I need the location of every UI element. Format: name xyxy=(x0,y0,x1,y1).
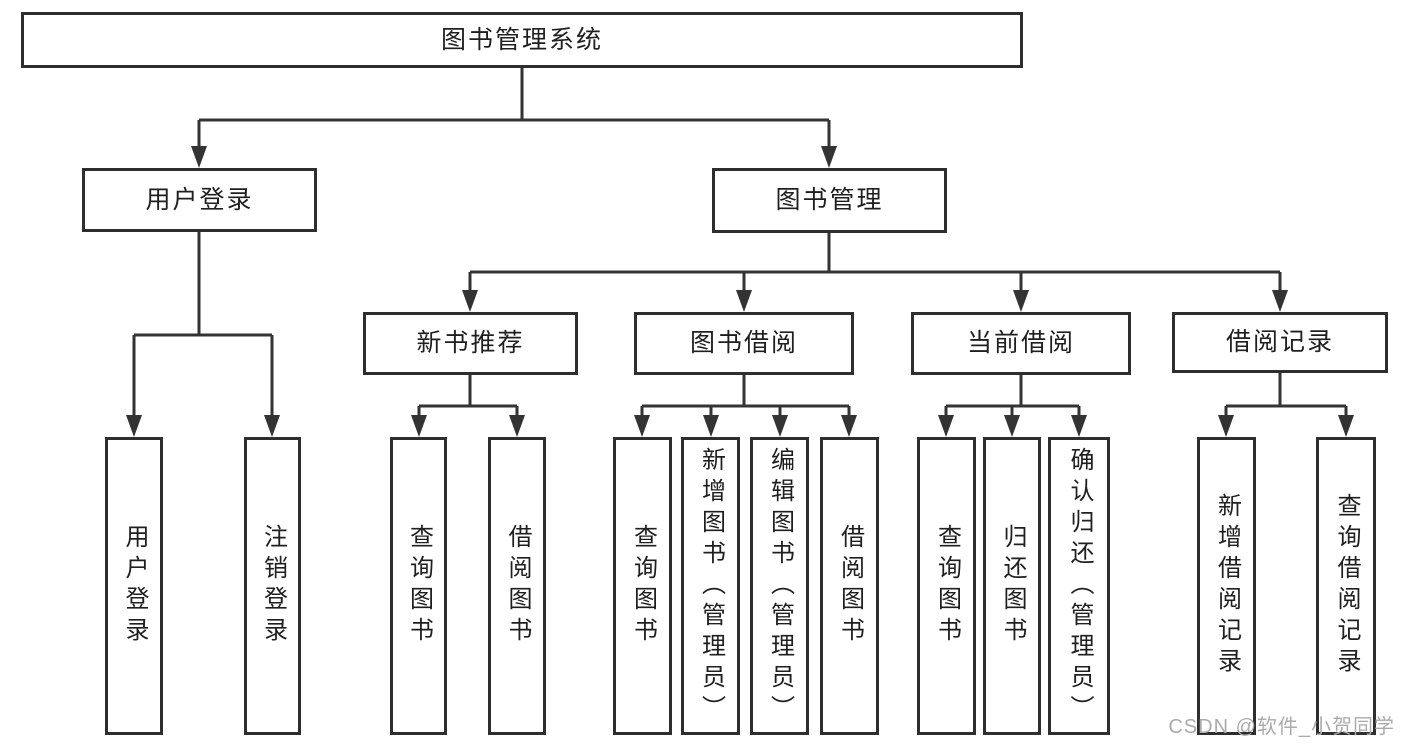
node-book-borrowing-label: 图书借阅 xyxy=(689,329,798,357)
arrow-down-icon xyxy=(1013,290,1029,312)
leaf-query-book-borrowing: 查询图书 xyxy=(613,437,672,735)
leaf-borrow-book-recommend: 借阅图书 xyxy=(488,437,546,735)
node-user-login-label: 用户登录 xyxy=(145,185,254,214)
arrow-down-icon xyxy=(772,415,788,437)
arrow-down-icon xyxy=(1218,415,1234,437)
leaf-query-borrow-record-label: 查询借阅记录 xyxy=(1333,493,1360,679)
node-borrowing-records: 借阅记录 xyxy=(1172,312,1388,373)
node-book-management-label: 图书管理 xyxy=(775,186,884,214)
arrow-down-icon xyxy=(938,415,954,437)
node-new-book-recommend-label: 新书推荐 xyxy=(416,329,525,357)
leaf-logout-label: 注销登录 xyxy=(259,524,287,648)
node-current-borrowing: 当前借阅 xyxy=(911,312,1131,375)
arrow-down-icon xyxy=(191,146,207,168)
leaf-user-login-label: 用户登录 xyxy=(121,524,148,648)
arrow-down-icon xyxy=(1272,290,1288,312)
node-user-login: 用户登录 xyxy=(82,168,317,232)
arrow-down-icon xyxy=(264,415,280,437)
leaf-add-borrow-record-label: 新增借阅记录 xyxy=(1213,493,1241,679)
leaf-query-book-recommend-label: 查询图书 xyxy=(405,524,433,648)
leaf-return-book: 归还图书 xyxy=(983,437,1041,735)
arrow-down-icon xyxy=(509,415,525,437)
arrow-down-icon xyxy=(1338,415,1354,437)
leaf-add-borrow-record: 新增借阅记录 xyxy=(1197,437,1256,735)
leaf-query-book-recommend: 查询图书 xyxy=(390,437,447,735)
arrow-down-icon xyxy=(126,415,142,437)
leaf-user-login: 用户登录 xyxy=(105,437,163,735)
node-borrowing-records-label: 借阅记录 xyxy=(1225,328,1334,356)
node-new-book-recommend: 新书推荐 xyxy=(363,312,578,375)
leaf-borrow-book-borrowing-label: 借阅图书 xyxy=(836,524,864,648)
leaf-return-book-label: 归还图书 xyxy=(999,524,1026,648)
leaf-query-borrow-record: 查询借阅记录 xyxy=(1316,437,1376,735)
arrow-down-icon xyxy=(841,415,857,437)
arrow-down-icon xyxy=(1071,415,1087,437)
leaf-query-book-borrowing-label: 查询图书 xyxy=(629,524,657,648)
node-book-borrowing: 图书借阅 xyxy=(634,312,854,375)
arrow-down-icon xyxy=(1004,415,1020,437)
arrowheads xyxy=(126,146,1354,437)
csdn-watermark: CSDN @软件_小贺同学 xyxy=(1168,716,1395,738)
leaf-confirm-return-admin-label: 确认归还（管理员） xyxy=(1066,446,1093,726)
leaf-query-book-current-label: 查询图书 xyxy=(933,524,961,648)
leaf-confirm-return-admin: 确认归还（管理员） xyxy=(1048,437,1110,735)
leaf-add-book-admin-label: 新增图书（管理员） xyxy=(697,446,725,726)
node-root: 图书管理系统 xyxy=(21,12,1023,68)
leaf-edit-book-admin: 编辑图书（管理员） xyxy=(750,437,809,735)
arrow-down-icon xyxy=(821,146,837,168)
arrow-down-icon xyxy=(736,290,752,312)
node-book-management: 图书管理 xyxy=(712,168,947,233)
connector-lines xyxy=(132,68,1348,416)
arrow-down-icon xyxy=(703,415,719,437)
leaf-edit-book-admin-label: 编辑图书（管理员） xyxy=(766,446,794,726)
leaf-add-book-admin: 新增图书（管理员） xyxy=(681,437,740,735)
leaf-query-book-current: 查询图书 xyxy=(917,437,976,735)
node-root-label: 图书管理系统 xyxy=(440,25,603,54)
arrow-down-icon xyxy=(411,415,427,437)
arrow-down-icon xyxy=(462,290,478,312)
leaf-borrow-book-borrowing: 借阅图书 xyxy=(820,437,879,735)
leaf-borrow-book-recommend-label: 借阅图书 xyxy=(504,524,531,648)
node-current-borrowing-label: 当前借阅 xyxy=(966,329,1075,357)
leaf-logout: 注销登录 xyxy=(244,437,301,735)
arrow-down-icon xyxy=(634,415,650,437)
